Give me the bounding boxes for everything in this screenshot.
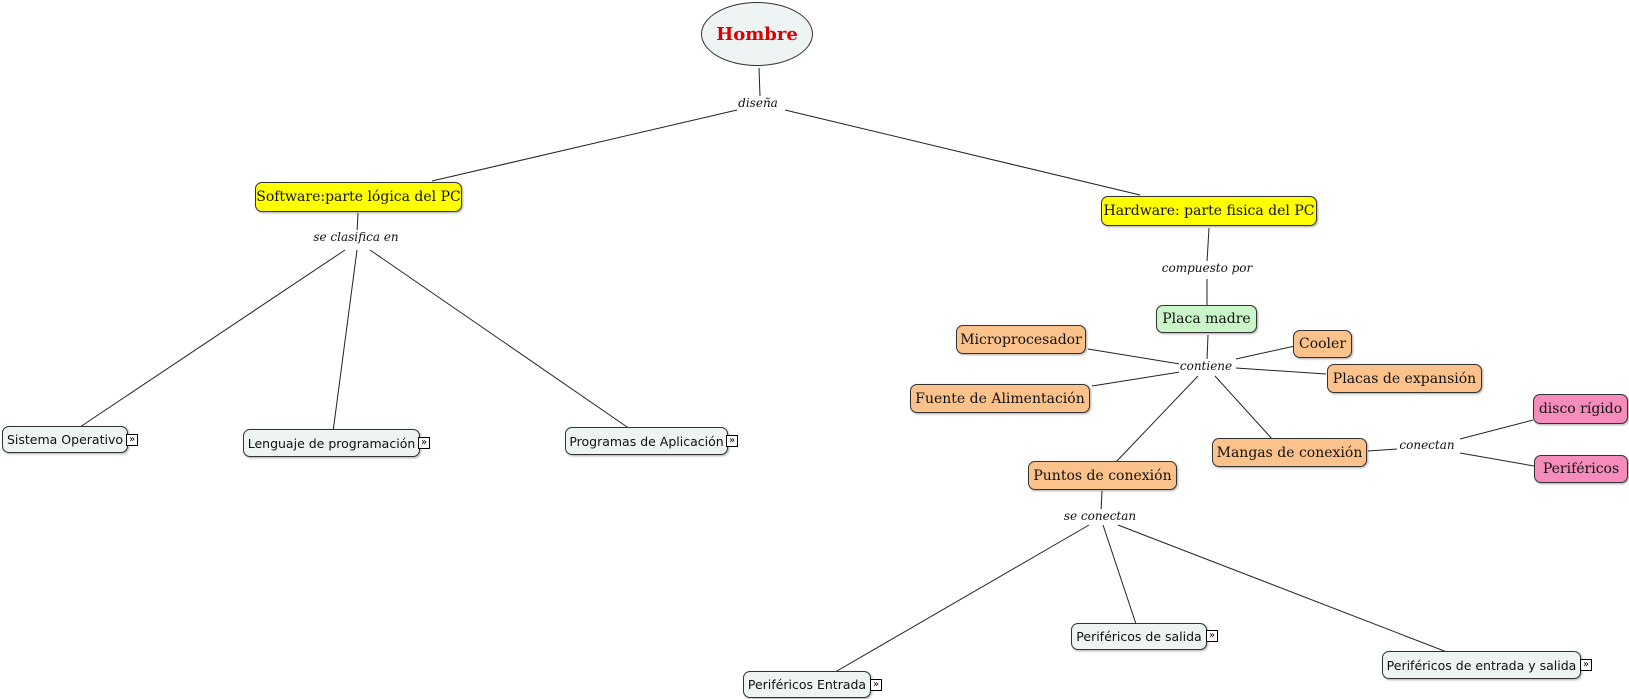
concept-hombre[interactable]: Hombre [701,2,813,66]
concept-placa-madre[interactable]: Placa madre [1156,305,1257,333]
connector [1214,375,1274,441]
link-conectan[interactable]: conectan [1398,438,1456,452]
connector [369,249,631,430]
double-chevron-right-icon[interactable]: » [870,679,882,691]
connector [784,109,1141,196]
concept-mangas-conexion[interactable]: Mangas de conexión [1212,438,1367,467]
concept-sistema-operativo[interactable]: Sistema Operativo [2,426,128,453]
link-se-clasifica-en[interactable]: se clasifica en [312,230,400,244]
double-chevron-right-icon[interactable]: » [126,434,138,446]
connector [1206,334,1209,361]
connector [1087,348,1181,365]
concept-perifericos-entrada[interactable]: Periféricos Entrada [743,671,871,698]
concept-lenguaje-programacion[interactable]: Lenguaje de programación [243,429,420,457]
connector [1367,448,1398,452]
link-compuesto-por[interactable]: compuesto por [1160,261,1254,275]
concept-microprocesador[interactable]: Microprocesador [956,325,1086,354]
concept-placas-expansion[interactable]: Placas de expansión [1327,364,1482,393]
double-chevron-right-icon[interactable]: » [1580,659,1592,671]
double-chevron-right-icon[interactable]: » [418,437,430,449]
concept-perifericos[interactable]: Periféricos [1534,455,1628,483]
concept-perifericos-entrada-salida[interactable]: Periféricos de entrada y salida [1382,651,1581,679]
double-chevron-right-icon[interactable]: » [726,435,738,447]
connector [1206,227,1210,263]
connector [356,212,359,234]
concept-programas-aplicacion[interactable]: Programas de Aplicación [565,427,728,455]
double-chevron-right-icon[interactable]: » [1206,630,1218,642]
connector [1100,490,1103,513]
connector [1235,367,1327,375]
connector [431,109,738,182]
connector [1459,452,1535,467]
connector [1115,375,1199,463]
link-contiene[interactable]: contiene [1178,359,1234,373]
connector [1235,345,1296,360]
concept-cooler[interactable]: Cooler [1293,330,1352,358]
connector [79,249,346,428]
concept-hardware[interactable]: Hardware: parte fisica del PC [1101,196,1317,226]
link-disena[interactable]: diseña [737,96,779,110]
connector [1102,524,1138,628]
concept-fuente-alimentacion[interactable]: Fuente de Alimentación [910,384,1090,413]
concept-perifericos-salida[interactable]: Periféricos de salida [1071,623,1207,650]
concept-disco-rigido[interactable]: disco rígido [1533,394,1628,424]
link-se-conectan[interactable]: se conectan [1062,509,1138,523]
connector [1117,524,1453,655]
connector [1091,371,1181,387]
connector [829,524,1090,676]
connector [1459,419,1534,440]
concept-puntos-conexion[interactable]: Puntos de conexión [1028,461,1177,490]
connector [758,67,761,97]
concept-software[interactable]: Software:parte lógica del PC [255,182,462,212]
connector [332,249,358,433]
